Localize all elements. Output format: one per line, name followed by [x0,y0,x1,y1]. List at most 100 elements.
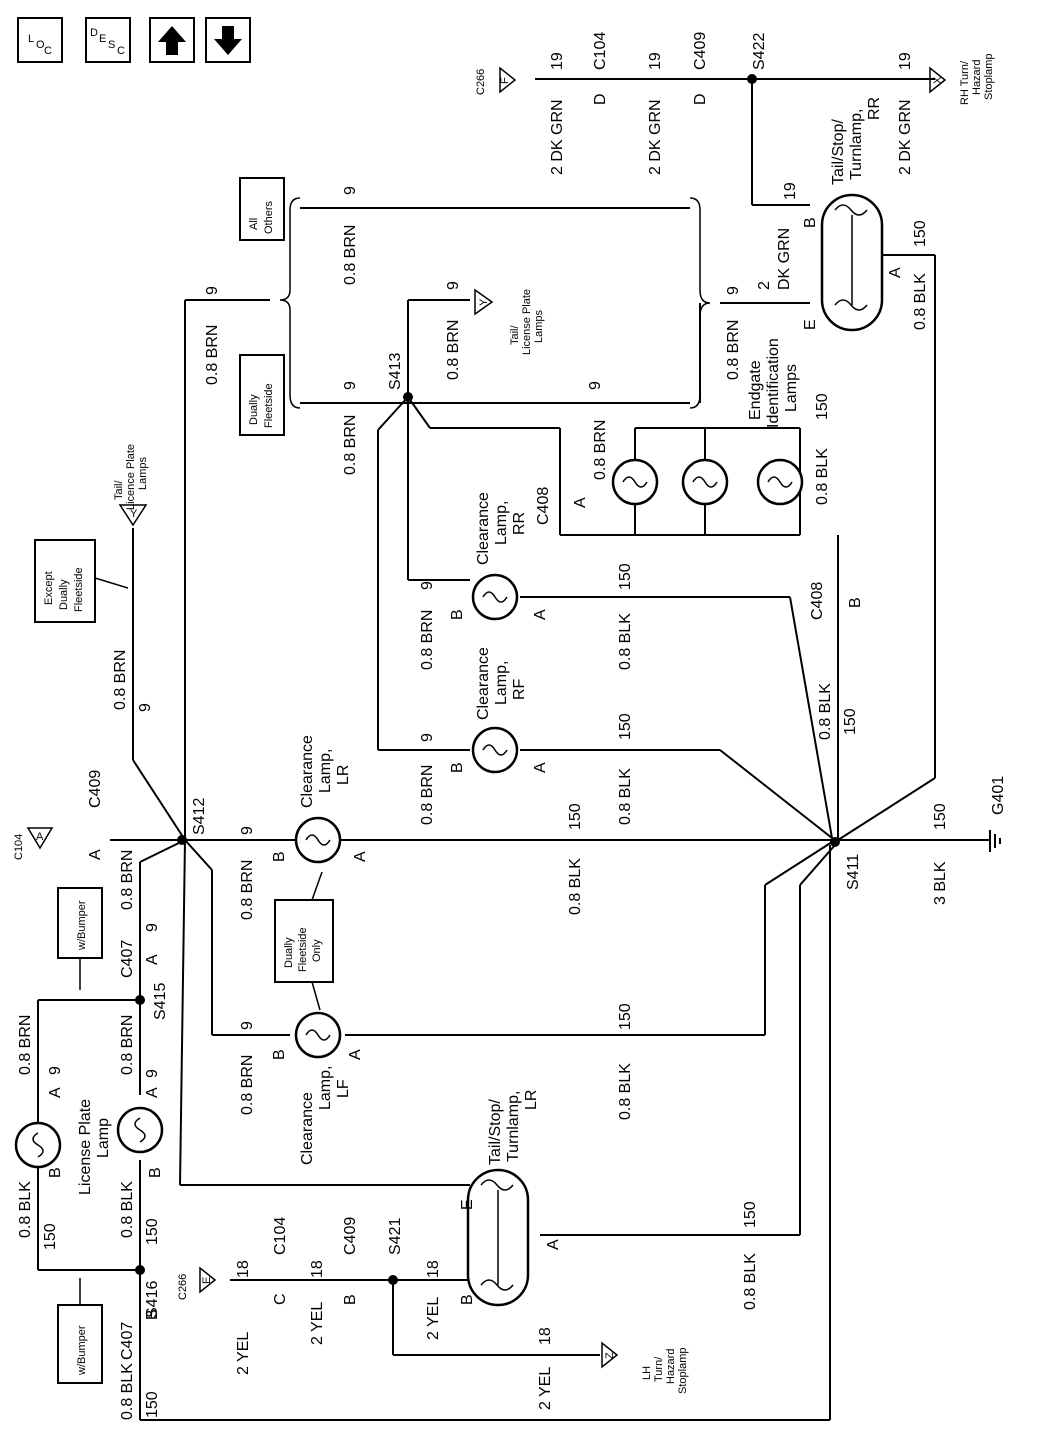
clearance-lamp-rf [471,726,519,774]
svg-text:A: A [532,609,549,620]
svg-text:S422: S422 [751,33,768,70]
svg-text:0.8 BRN: 0.8 BRN [239,1055,256,1115]
svg-text:0.8 BLK: 0.8 BLK [817,683,834,740]
svg-text:A: A [532,762,549,773]
svg-text:9: 9 [137,703,154,712]
svg-text:0.8 BLK: 0.8 BLK [617,1063,634,1120]
svg-text:9: 9 [239,826,256,835]
svg-text:2: 2 [756,281,773,290]
connector-flag-c266-e: E C266 [177,1266,217,1300]
loc-button[interactable]: L O C [17,17,63,63]
svg-text:150: 150 [932,803,949,830]
svg-text:Fleetside: Fleetside [263,383,275,428]
svg-text:Stoplamp: Stoplamp [677,1348,689,1394]
svg-text:B: B [147,1167,164,1178]
svg-text:18: 18 [309,1260,326,1278]
page-down-button[interactable] [205,17,251,63]
license-plate-lamp-2 [116,1106,164,1154]
svg-text:Clearance: Clearance [299,1092,316,1165]
svg-text:2 YEL: 2 YEL [537,1367,554,1410]
svg-text:Turn/: Turn/ [653,1356,665,1382]
svg-text:Dually: Dually [58,579,70,610]
svg-text:Others: Others [263,200,275,234]
svg-text:150: 150 [144,1218,161,1245]
svg-text:B: B [271,851,288,862]
svg-text:S416: S416 [144,1281,161,1318]
note-dually-fleetside-only: Dually Fleetside Only [274,899,334,983]
svg-text:0.8 BLK: 0.8 BLK [617,613,634,670]
desc-button[interactable]: D E S C [85,17,131,63]
svg-text:S411: S411 [845,854,862,890]
svg-text:A: A [352,851,369,862]
svg-text:B: B [449,609,466,620]
svg-text:C266: C266 [177,1274,189,1300]
svg-text:O: O [36,39,45,51]
svg-text:150: 150 [842,708,859,735]
connector-flag-y-top: Y [474,288,494,316]
svg-text:D: D [692,93,709,105]
svg-text:B: B [47,1167,64,1178]
svg-text:150: 150 [617,563,634,590]
svg-text:0.8 BRN: 0.8 BRN [445,320,462,380]
svg-text:Clearance: Clearance [299,735,316,808]
endgate-lamp-3 [756,458,804,506]
svg-text:E: E [201,1277,213,1284]
svg-text:9: 9 [445,281,462,290]
svg-text:C266: C266 [475,69,487,95]
labels: 2 DK GRN 19 D C104 2 DK GRN 19 D C409 S4… [17,32,1007,1420]
svg-text:C409: C409 [342,1217,359,1255]
svg-text:C104: C104 [13,834,25,860]
clearance-lamp-lf [294,1011,342,1059]
svg-text:150: 150 [742,1201,759,1228]
svg-text:Y: Y [478,298,490,306]
clearance-lamp-lr [294,816,342,864]
svg-text:All: All [248,218,260,230]
svg-text:9: 9 [144,1069,161,1078]
svg-text:19: 19 [647,52,664,70]
svg-text:LH: LH [641,1366,653,1380]
svg-text:Lamp,: Lamp, [317,749,334,793]
svg-text:150: 150 [144,1391,161,1418]
svg-text:Only: Only [311,939,323,962]
svg-text:Fleetside: Fleetside [73,567,85,612]
svg-text:A: A [545,1239,562,1250]
svg-text:0.8 BLK: 0.8 BLK [17,1181,34,1238]
svg-text:RR: RR [866,97,883,120]
svg-text:Lamps: Lamps [533,309,545,343]
svg-text:0.8 BLK: 0.8 BLK [119,1181,136,1238]
svg-text:9: 9 [342,186,359,195]
svg-text:0.8 BRN: 0.8 BRN [119,1015,136,1075]
svg-text:Turnlamp,: Turnlamp, [505,1091,522,1162]
svg-text:A: A [144,1087,161,1098]
svg-text:C: C [117,45,125,57]
svg-text:0.8 BRN: 0.8 BRN [592,420,609,480]
svg-text:Dually: Dually [248,394,260,425]
svg-text:0.8 BRN: 0.8 BRN [112,650,129,710]
svg-text:18: 18 [235,1260,252,1278]
svg-text:0.8 BLK: 0.8 BLK [567,858,584,915]
svg-text:Lamp,: Lamp, [493,661,510,705]
svg-text:w/Bumper: w/Bumper [76,900,88,951]
note-except-dually-fleetside: Except Dually Fleetside [34,539,96,623]
svg-text:A: A [47,1087,64,1098]
svg-text:Licence Plate: Licence Plate [125,444,137,510]
svg-text:LF: LF [335,1079,352,1098]
license-plate-lamp-1 [14,1121,62,1169]
svg-text:B: B [847,597,864,608]
connector-flag-c104-a: A C104 [13,827,54,860]
svg-text:Tail/: Tail/ [509,324,521,345]
ground-symbol [989,830,1001,852]
svg-text:C409: C409 [87,770,104,808]
svg-text:3 BLK: 3 BLK [932,861,949,905]
page-up-button[interactable] [149,17,195,63]
svg-text:Clearance: Clearance [475,647,492,720]
svg-text:19: 19 [782,182,799,200]
svg-text:RF: RF [511,678,528,700]
svg-text:C407: C407 [119,940,136,978]
option-brackets [279,197,711,409]
wires [37,78,990,1421]
svg-text:Lamp,: Lamp, [317,1066,334,1110]
svg-text:B: B [449,762,466,773]
svg-text:0.8 BRN: 0.8 BRN [204,325,221,385]
